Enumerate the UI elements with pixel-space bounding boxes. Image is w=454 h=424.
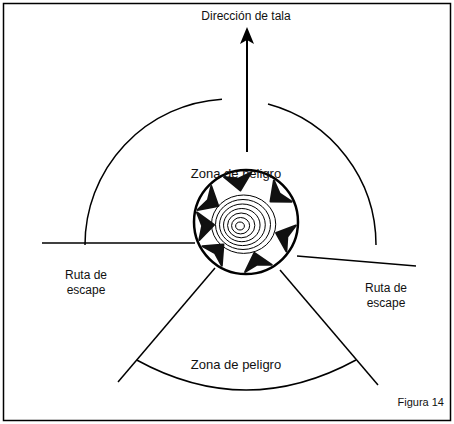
growth-ring <box>220 204 266 246</box>
arrow-shaft <box>246 40 248 152</box>
escape-label: Ruta de escape <box>355 281 417 311</box>
bark-blotch <box>202 245 223 266</box>
stump-outline <box>194 170 298 274</box>
escape-label: Ruta de escape <box>55 268 117 298</box>
tree-stump <box>194 170 298 274</box>
arrow-head <box>240 27 254 44</box>
bark-blotch <box>271 181 292 202</box>
bark-blotch <box>245 253 272 272</box>
boundary-line <box>297 256 416 266</box>
boundary-line <box>42 242 195 244</box>
bark-blotch <box>198 186 219 210</box>
zone-label: Zona de peligro <box>191 166 281 181</box>
growth-ring <box>236 222 245 230</box>
growth-ring <box>232 218 250 234</box>
wedge-line <box>280 270 378 385</box>
bark-blotch <box>276 226 296 252</box>
zone-label: Zona de peligro <box>191 357 281 372</box>
bark-blotch <box>197 212 214 240</box>
growth-ring <box>228 213 255 238</box>
direction-label: Dirección de tala <box>201 9 290 24</box>
growth-ring <box>216 200 271 250</box>
growth-ring <box>224 209 261 242</box>
figure-caption: Figura 14 <box>398 395 444 410</box>
frame <box>4 4 451 421</box>
